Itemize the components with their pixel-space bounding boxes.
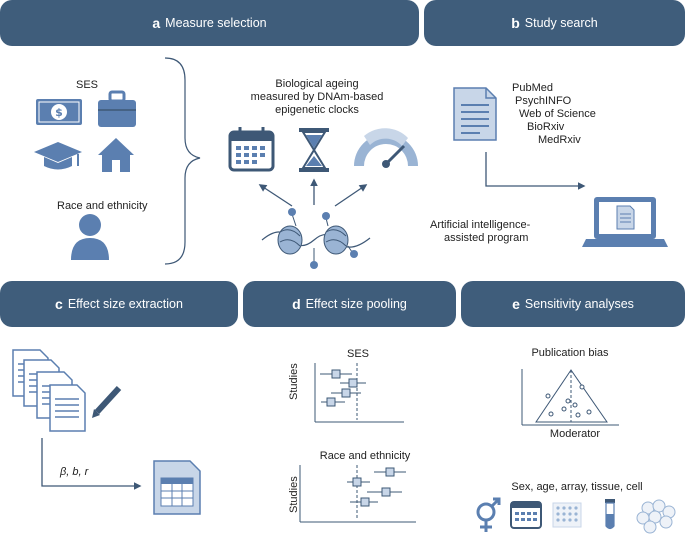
graduation-cap-icon — [34, 142, 82, 170]
arrow-to-speedometer — [334, 184, 368, 207]
stacked-documents-icon — [12, 349, 86, 432]
ai-line-2: assisted program — [444, 232, 529, 244]
panel-d-letter: d — [292, 296, 301, 312]
plot1-title: SES — [346, 348, 370, 360]
panel-c-letter: c — [55, 296, 63, 312]
race-label: Race and ethnicity — [57, 200, 148, 212]
small-calendar-icon — [510, 501, 542, 529]
ageing-line-2: measured by DNAm-based — [250, 91, 384, 103]
spreadsheet-icon — [153, 460, 201, 515]
laptop-icon — [582, 197, 668, 247]
ageing-line-3: epigenetic clocks — [275, 104, 359, 116]
panel-a-banner: a Measure selection — [0, 0, 419, 46]
person-icon — [71, 214, 109, 260]
funnel-title: Publication bias — [531, 347, 609, 359]
panel-e-banner: e Sensitivity analyses — [461, 281, 685, 327]
svg-text:$: $ — [55, 106, 63, 119]
curly-brace — [164, 57, 201, 265]
document-icon — [453, 87, 497, 141]
panel-c-title: Effect size extraction — [67, 297, 183, 311]
coefficients-label: β, b, r — [60, 466, 89, 478]
panel-e-letter: e — [512, 296, 520, 312]
calendar-icon — [228, 127, 275, 172]
funnel-xlabel: Moderator — [549, 428, 601, 440]
database-psychinfo: PsychINFO — [515, 95, 572, 107]
panel-b-letter: b — [511, 15, 520, 31]
plot2-ylabel: Studies — [288, 476, 300, 513]
microarray-icon — [552, 502, 582, 528]
ai-line-1: Artificial intelligence- — [430, 219, 531, 231]
search-to-laptop-arrow — [485, 152, 586, 190]
database-medrxiv: MedRxiv — [538, 134, 581, 146]
database-pubmed: PubMed — [512, 82, 553, 94]
forest-plot-race — [299, 465, 416, 523]
panel-a-letter: a — [152, 15, 161, 31]
extraction-arrow — [41, 438, 142, 490]
ses-label: SES — [76, 79, 99, 91]
database-web-of-science: Web of Science — [519, 108, 596, 120]
panel-d-banner: d Effect size pooling — [243, 281, 456, 327]
panel-b-title: Study search — [524, 16, 598, 30]
ageing-line-1: Biological ageing — [275, 78, 359, 90]
cells-icon — [636, 499, 676, 534]
plot2-title: Race and ethnicity — [319, 450, 411, 462]
money-icon: $ — [36, 99, 82, 125]
moderators-label: Sex, age, array, tissue, cell — [511, 481, 643, 493]
dna-methylation-icon — [261, 208, 371, 269]
speedometer-icon — [354, 128, 418, 168]
briefcase-icon — [98, 90, 136, 127]
panel-d-title: Effect size pooling — [305, 297, 407, 311]
panel-e-title: Sensitivity analyses — [524, 297, 634, 311]
arrow-to-calendar — [258, 184, 293, 207]
panel-a-title: Measure selection — [165, 16, 267, 30]
pencil-icon — [92, 385, 122, 418]
gender-icon — [476, 497, 501, 532]
hourglass-icon — [299, 128, 329, 172]
forest-plot-ses — [314, 363, 404, 423]
house-icon — [98, 138, 134, 172]
panel-c-banner: c Effect size extraction — [0, 281, 238, 327]
funnel-plot — [521, 369, 619, 426]
panel-b-banner: b Study search — [424, 0, 685, 46]
test-tube-icon — [605, 499, 615, 530]
database-biorxiv: BioRxiv — [527, 121, 565, 133]
plot1-ylabel: Studies — [288, 363, 300, 400]
